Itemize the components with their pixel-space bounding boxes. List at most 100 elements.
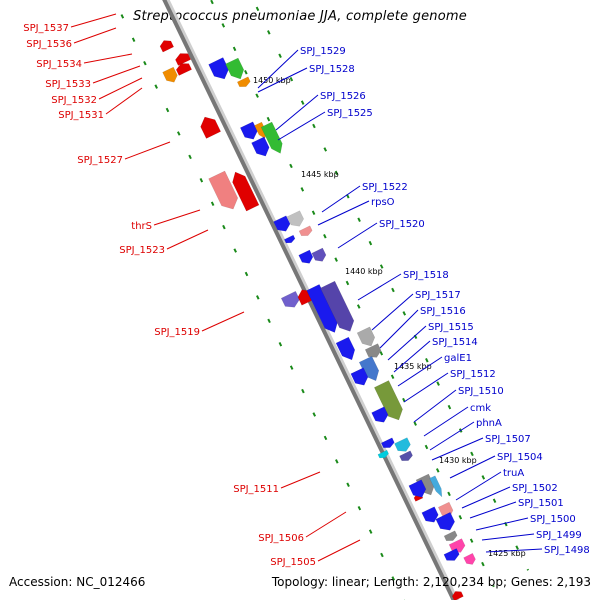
reverse-gene-label[interactable]: SPJ_1511 [233, 484, 279, 495]
forward-leader-line [423, 406, 469, 437]
forward-gene-block[interactable] [399, 450, 413, 461]
forward-gene-block[interactable] [443, 530, 458, 541]
reverse-gene-block[interactable] [162, 66, 178, 83]
reverse-leader-line [153, 209, 201, 226]
forward-gene-label[interactable]: SPJ_1502 [512, 483, 558, 494]
forward-gene-block[interactable] [298, 249, 314, 264]
forward-gene-block[interactable] [371, 406, 389, 423]
reverse-gene-label[interactable]: SPJ_1537 [23, 23, 69, 34]
forward-gene-block[interactable] [443, 548, 460, 561]
forward-gene-label[interactable]: SPJ_1501 [518, 498, 564, 509]
forward-gene-block[interactable] [350, 367, 369, 386]
reverse-gene-block[interactable] [232, 171, 260, 212]
reverse-leader-line [83, 53, 133, 64]
forward-gene-block[interactable] [298, 225, 313, 236]
forward-gene-label[interactable]: SPJ_1528 [309, 64, 355, 75]
reverse-gene-label[interactable]: SPJ_1527 [77, 155, 123, 166]
forward-gene-block[interactable] [311, 247, 327, 262]
forward-gene-label[interactable]: SPJ_1510 [458, 386, 504, 397]
reverse-gene-label[interactable]: SPJ_1506 [258, 533, 304, 544]
forward-gene-label[interactable]: SPJ_1498 [544, 545, 590, 556]
forward-gene-block[interactable] [364, 343, 382, 358]
guide-track-1 [209, 0, 495, 588]
forward-gene-block[interactable] [429, 475, 443, 498]
forward-gene-block[interactable] [358, 355, 380, 382]
forward-gene-block[interactable] [251, 136, 270, 157]
kbp-tick-label: 1445 kbp [301, 170, 339, 179]
forward-gene-block[interactable] [273, 215, 291, 232]
genome-title: Streptococcus pneumoniae JJA, complete g… [133, 9, 467, 24]
reverse-gene-label[interactable]: SPJ_1505 [270, 557, 316, 568]
forward-gene-label[interactable]: SPJ_1499 [536, 530, 582, 541]
reverse-gene-label[interactable]: SPJ_1534 [36, 59, 82, 70]
forward-leader-line [275, 94, 319, 131]
forward-gene-block[interactable] [225, 57, 245, 80]
forward-gene-label[interactable]: cmk [470, 403, 491, 414]
forward-gene-label[interactable]: galE1 [444, 353, 472, 364]
reverse-gene-block[interactable] [175, 63, 193, 76]
forward-leader-line [317, 200, 370, 226]
forward-gene-block[interactable] [335, 336, 356, 361]
guide-track-2 [120, 14, 405, 600]
forward-gene-label[interactable]: SPJ_1517 [415, 290, 461, 301]
reverse-gene-block[interactable] [200, 116, 222, 139]
reverse-gene-label[interactable]: SPJ_1519 [154, 327, 200, 338]
forward-leader-line [257, 49, 299, 89]
forward-leader-line [357, 273, 402, 301]
reverse-gene-label[interactable]: thrS [131, 221, 152, 232]
forward-leader-line [277, 111, 326, 141]
forward-leader-line [449, 455, 496, 479]
forward-gene-block[interactable] [356, 326, 376, 347]
forward-gene-label[interactable]: SPJ_1515 [428, 322, 474, 333]
reverse-gene-block[interactable] [208, 170, 239, 210]
reverse-gene-block[interactable] [175, 53, 192, 66]
reverse-leader-line [280, 471, 321, 489]
forward-gene-label[interactable]: SPJ_1518 [403, 270, 449, 281]
reverse-gene-label[interactable]: SPJ_1531 [58, 110, 104, 121]
reverse-gene-block[interactable] [159, 40, 175, 53]
forward-gene-label[interactable]: SPJ_1516 [420, 306, 466, 317]
forward-leader-line [379, 309, 419, 349]
forward-gene-block[interactable] [435, 511, 455, 531]
reverse-gene-label[interactable]: SPJ_1523 [119, 245, 165, 256]
forward-gene-block[interactable] [239, 121, 258, 140]
kbp-tick-label: 1425 kbp [488, 549, 526, 558]
forward-gene-block[interactable] [283, 234, 296, 244]
forward-leader-line [371, 293, 414, 331]
forward-gene-label[interactable]: SPJ_1514 [432, 337, 478, 348]
forward-gene-block[interactable] [373, 380, 403, 421]
forward-leader-line [475, 517, 529, 531]
reverse-gene-label[interactable]: SPJ_1533 [45, 79, 91, 90]
forward-leader-line [413, 389, 457, 423]
forward-gene-block[interactable] [408, 479, 427, 498]
forward-gene-label[interactable]: SPJ_1500 [530, 514, 576, 525]
forward-gene-block[interactable] [320, 280, 355, 332]
forward-gene-label[interactable]: SPJ_1522 [362, 182, 408, 193]
forward-gene-label[interactable]: SPJ_1525 [327, 108, 373, 119]
forward-gene-block[interactable] [463, 552, 476, 565]
reverse-leader-line [98, 77, 143, 100]
forward-gene-label[interactable]: phnA [476, 418, 502, 429]
forward-gene-block[interactable] [260, 121, 283, 154]
forward-gene-label[interactable]: rpsO [371, 197, 395, 208]
forward-gene-block[interactable] [421, 506, 439, 523]
forward-gene-block[interactable] [394, 437, 411, 452]
forward-gene-label[interactable]: SPJ_1529 [300, 46, 346, 57]
forward-gene-block[interactable] [380, 437, 395, 448]
forward-gene-label[interactable]: SPJ_1504 [497, 452, 543, 463]
forward-gene-block[interactable] [236, 76, 251, 87]
forward-gene-label[interactable]: truA [503, 468, 524, 479]
forward-gene-label[interactable]: SPJ_1526 [320, 91, 366, 102]
reverse-gene-block[interactable] [451, 591, 464, 600]
forward-gene-label[interactable]: SPJ_1520 [379, 219, 425, 230]
reverse-gene-label[interactable]: SPJ_1532 [51, 95, 97, 106]
forward-gene-label[interactable]: SPJ_1507 [485, 434, 531, 445]
forward-gene-block[interactable] [286, 210, 304, 227]
forward-gene-block[interactable] [208, 57, 229, 80]
reverse-leader-line [201, 311, 245, 332]
forward-gene-label[interactable]: SPJ_1512 [450, 369, 496, 380]
reverse-gene-block[interactable] [377, 449, 389, 459]
reverse-gene-label[interactable]: SPJ_1536 [26, 39, 72, 50]
reverse-gene-block[interactable] [280, 290, 300, 308]
